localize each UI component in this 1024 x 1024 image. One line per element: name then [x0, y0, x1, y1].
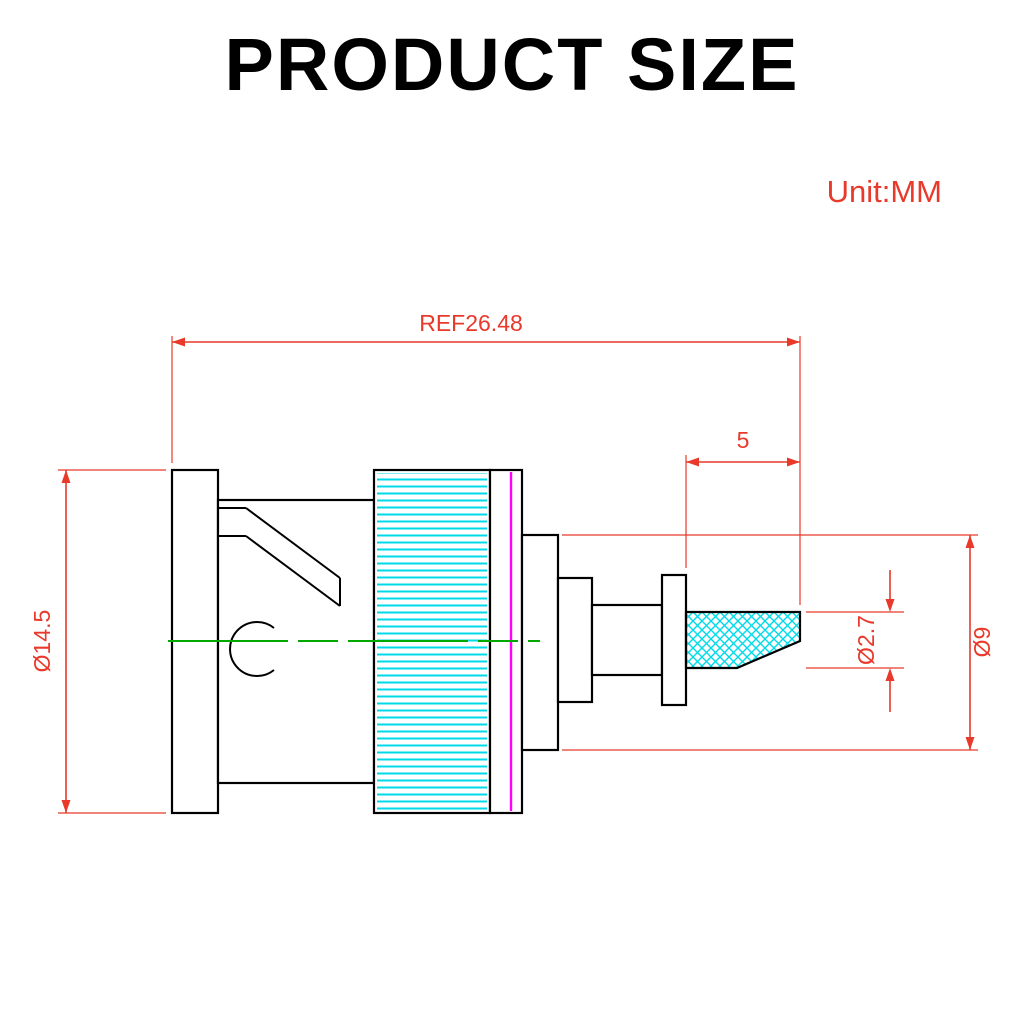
dimension-overall-length: REF26.48 — [171, 310, 801, 605]
dimension-body-diameter: Ø14.5 — [29, 469, 166, 814]
bayonet-slot — [218, 507, 341, 677]
step-9mm — [520, 533, 560, 752]
connector-side-view — [168, 468, 802, 815]
arrow-right-icon — [787, 457, 800, 467]
dimension-label-overall: REF26.48 — [419, 310, 523, 336]
arrow-down-icon — [61, 800, 71, 813]
dimension-mid-diameter: Ø9 — [562, 534, 995, 751]
step-second — [556, 576, 594, 704]
dimension-label-rear: 5 — [737, 427, 750, 453]
crimp-stub — [684, 610, 802, 670]
dimension-pin-diameter: Ø2.7 — [806, 570, 904, 712]
dimension-rear-length: 5 — [685, 427, 800, 568]
page-title: PRODUCT SIZE — [225, 23, 800, 106]
rear-flange — [660, 573, 688, 707]
arrow-up-icon — [885, 668, 895, 681]
rear-shaft — [590, 603, 664, 677]
arrow-up-icon — [965, 535, 975, 548]
arrow-left-icon — [172, 337, 185, 347]
arrow-right-icon — [787, 337, 800, 347]
arrow-down-icon — [885, 599, 895, 612]
dimension-label-body-diameter: Ø14.5 — [29, 610, 55, 673]
slot-end-arc — [229, 621, 275, 677]
arrow-left-icon — [686, 457, 699, 467]
unit-label: Unit:MM — [827, 174, 942, 209]
arrow-up-icon — [61, 470, 71, 483]
dimension-label-mid-diameter: Ø9 — [969, 627, 995, 658]
arrow-down-icon — [965, 737, 975, 750]
dimension-label-pin-diameter: Ø2.7 — [853, 615, 879, 665]
